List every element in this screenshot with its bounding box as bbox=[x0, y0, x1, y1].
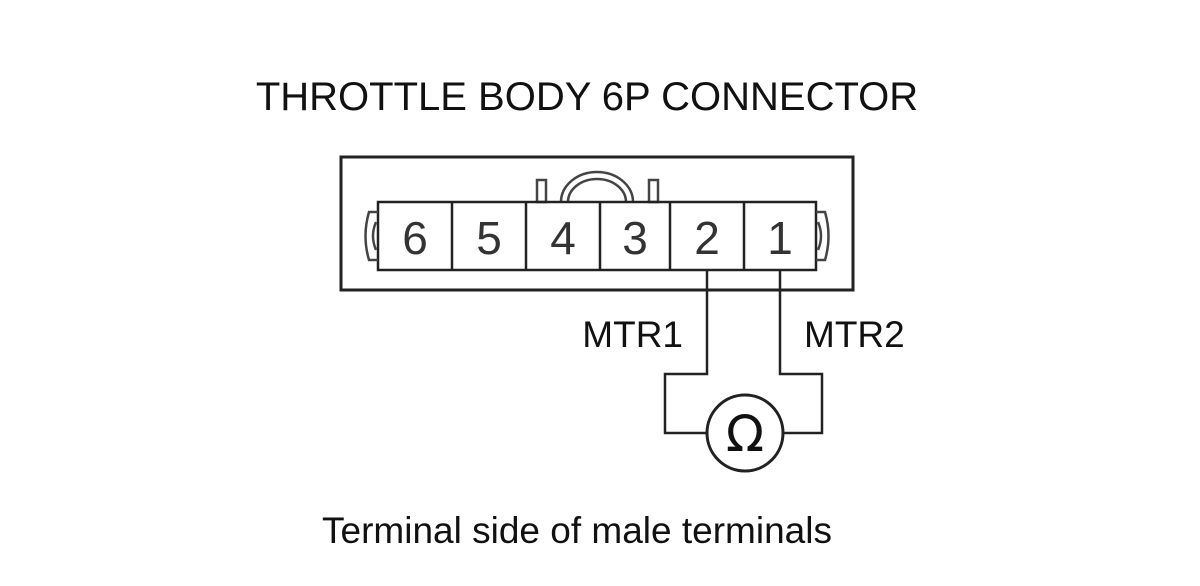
pin-label-4: 4 bbox=[550, 212, 576, 264]
wire-label-mtr1: MTR1 bbox=[582, 314, 683, 355]
connector-lock-tab bbox=[535, 170, 660, 204]
pin-label-1: 1 bbox=[767, 212, 793, 264]
pin-label-2: 2 bbox=[694, 212, 720, 264]
connector-housing bbox=[339, 155, 855, 292]
pin-label-6: 6 bbox=[402, 212, 428, 264]
pin-labels: 6 5 4 3 2 1 bbox=[402, 212, 793, 264]
pin-label-3: 3 bbox=[622, 212, 648, 264]
connector-terminal-frame bbox=[376, 200, 818, 272]
wire-mtr2 bbox=[778, 270, 824, 435]
pin-dividers bbox=[450, 202, 746, 270]
connector-side-guide-left bbox=[364, 210, 378, 262]
connector-side-guide-right bbox=[816, 210, 830, 262]
ohm-symbol: Ω bbox=[726, 405, 764, 463]
diagram-footer: Terminal side of male terminals bbox=[322, 510, 832, 551]
diagram-title: THROTTLE BODY 6P CONNECTOR bbox=[256, 75, 918, 119]
wire-label-mtr2: MTR2 bbox=[804, 314, 905, 355]
ohmmeter-circle bbox=[705, 393, 785, 473]
ohmmeter-icon: Ω bbox=[705, 393, 785, 473]
wire-mtr1 bbox=[663, 270, 709, 435]
pin-label-5: 5 bbox=[476, 212, 502, 264]
